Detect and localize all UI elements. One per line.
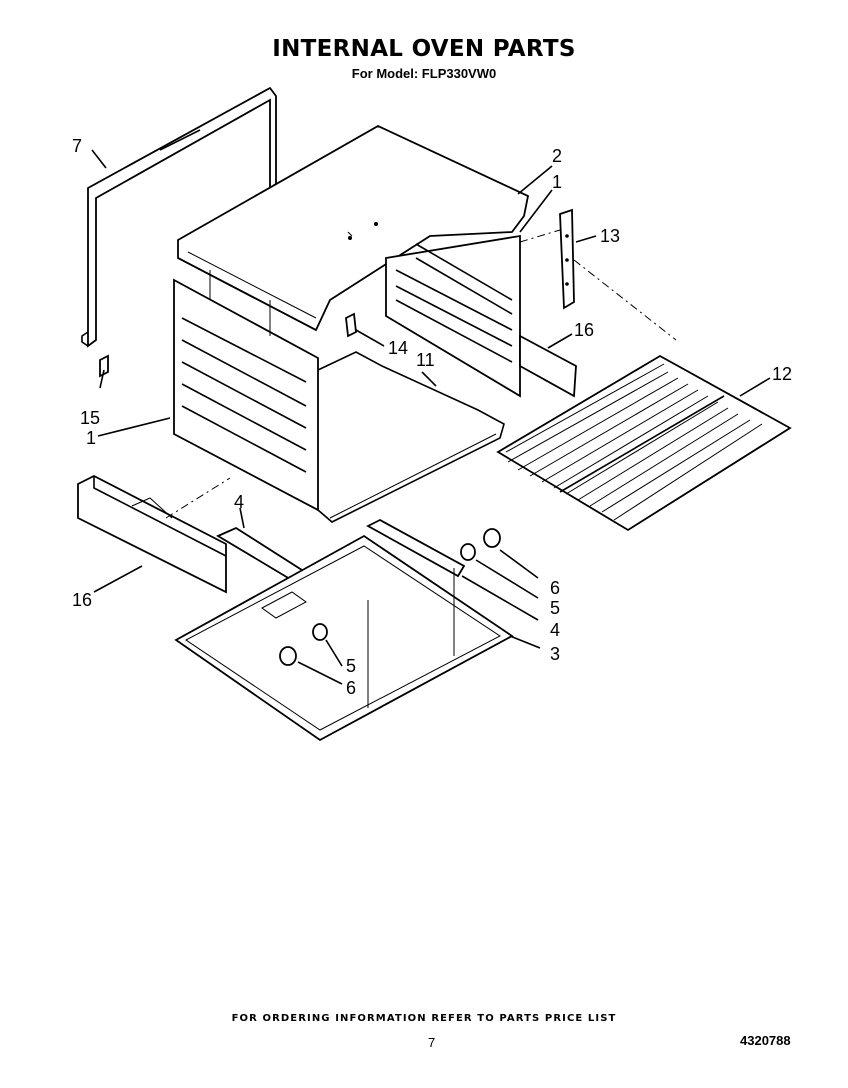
part-16-left-baffle [77, 474, 227, 594]
part-13-bracket [559, 208, 575, 310]
right-side-liner [385, 234, 521, 398]
part-6-knob-right [483, 528, 501, 548]
part-5-knob-right [460, 543, 476, 561]
part-16-right-baffle [519, 334, 577, 398]
part-7-rear-frame [81, 86, 277, 348]
callout-14: 14 [388, 338, 408, 358]
callout-1-top: 1 [552, 172, 562, 192]
part-11-oven-bottom [317, 351, 505, 523]
callout-1-left: 1 [86, 428, 96, 448]
callout-3: 3 [550, 644, 560, 664]
callout-7: 7 [72, 136, 82, 156]
callout-2: 2 [552, 146, 562, 166]
callout-5-mid: 5 [346, 656, 356, 676]
callout-6-mid: 6 [346, 678, 356, 698]
part-4-rail-right [366, 518, 466, 578]
callout-16-left: 16 [72, 590, 92, 610]
callout-5-right: 5 [550, 598, 560, 618]
part-5-knob-mid [312, 623, 328, 641]
part-15-screw [99, 354, 109, 378]
document-number: 4320788 [740, 1033, 791, 1048]
page-number: 7 [428, 1035, 436, 1050]
leader-lines [91, 149, 771, 685]
callout-4-top: 4 [234, 492, 244, 512]
alignment-line-bracket [519, 229, 561, 243]
part-12-oven-rack [496, 354, 792, 532]
oven-top-shell [177, 124, 530, 332]
model-subtitle: For Model: FLP330VW0 [351, 66, 497, 81]
part-14-clip [345, 312, 357, 338]
ordering-note: FOR ORDERING INFORMATION REFER TO PARTS … [231, 1013, 617, 1024]
callout-4-right: 4 [550, 620, 560, 640]
part-6-knob-mid [279, 646, 297, 666]
callout-11: 11 [416, 350, 435, 370]
alignment-line-baffle [165, 477, 231, 519]
callout-16-right: 16 [574, 320, 594, 340]
callout-15: 15 [80, 408, 100, 428]
alignment-line-rack [573, 259, 677, 341]
callout-6-right: 6 [550, 578, 560, 598]
callout-12: 12 [772, 364, 792, 384]
page-title: INTERNAL OVEN PARTS [272, 36, 576, 62]
callout-13: 13 [600, 226, 620, 246]
